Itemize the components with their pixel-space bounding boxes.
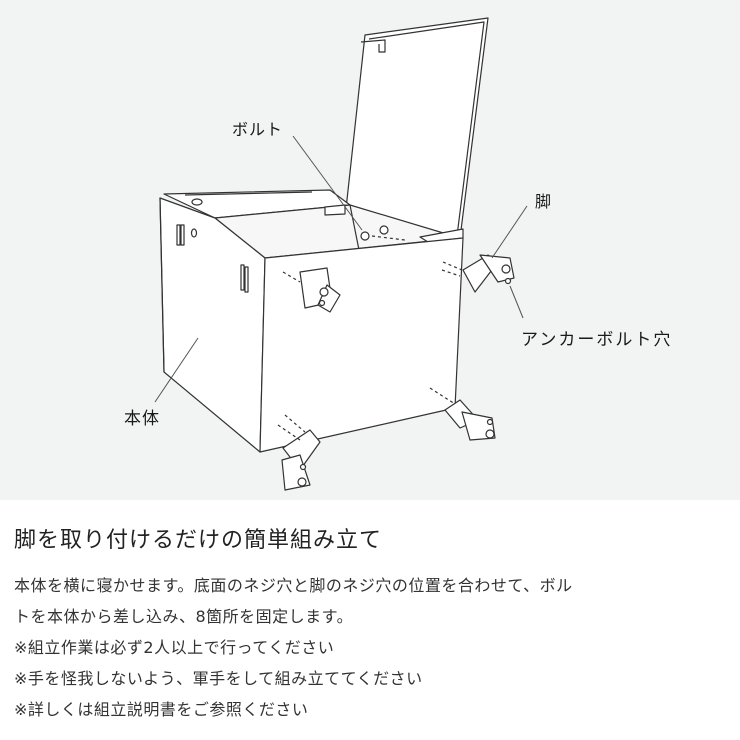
note-line: ※組立作業は必ず2人以上で行ってください: [14, 638, 335, 657]
bolt-label: ボルト: [232, 120, 284, 139]
storage-box-drawing: [154, 17, 528, 491]
leg-lower-left: [277, 414, 321, 491]
section-title: 脚を取り付けるだけの簡単組み立て: [14, 528, 383, 553]
leg-lower-right: [429, 387, 496, 441]
anchor-hole-label: アンカーボルト穴: [521, 330, 673, 350]
assembly-illustration: ボルト 脚 アンカーボルト穴 本体: [0, 0, 740, 500]
bolts-drawing: [360, 225, 406, 241]
leader-lines: [154, 135, 528, 403]
note-line: ※手を怪我しないよう、軍手をして組み立ててください: [14, 669, 423, 688]
leg-label: 脚: [535, 192, 553, 211]
paragraph-line: トを本体から差し込み、8箇所を固定します。: [14, 607, 354, 626]
note-line: ※詳しくは組立説明書をご参照ください: [14, 700, 309, 719]
lid-drawing: [344, 17, 489, 239]
description-section: 脚を取り付けるだけの簡単組み立て 本体を横に寝かせます。底面のネジ穴と脚のネジ穴…: [14, 522, 734, 725]
leg-upper-right: [441, 254, 515, 293]
leg-upper-left: [282, 267, 341, 313]
body-label: 本体: [124, 409, 160, 429]
paragraph-line: 本体を横に寝かせます。底面のネジ穴と脚のネジ穴の位置を合わせて、ボル: [14, 576, 573, 595]
